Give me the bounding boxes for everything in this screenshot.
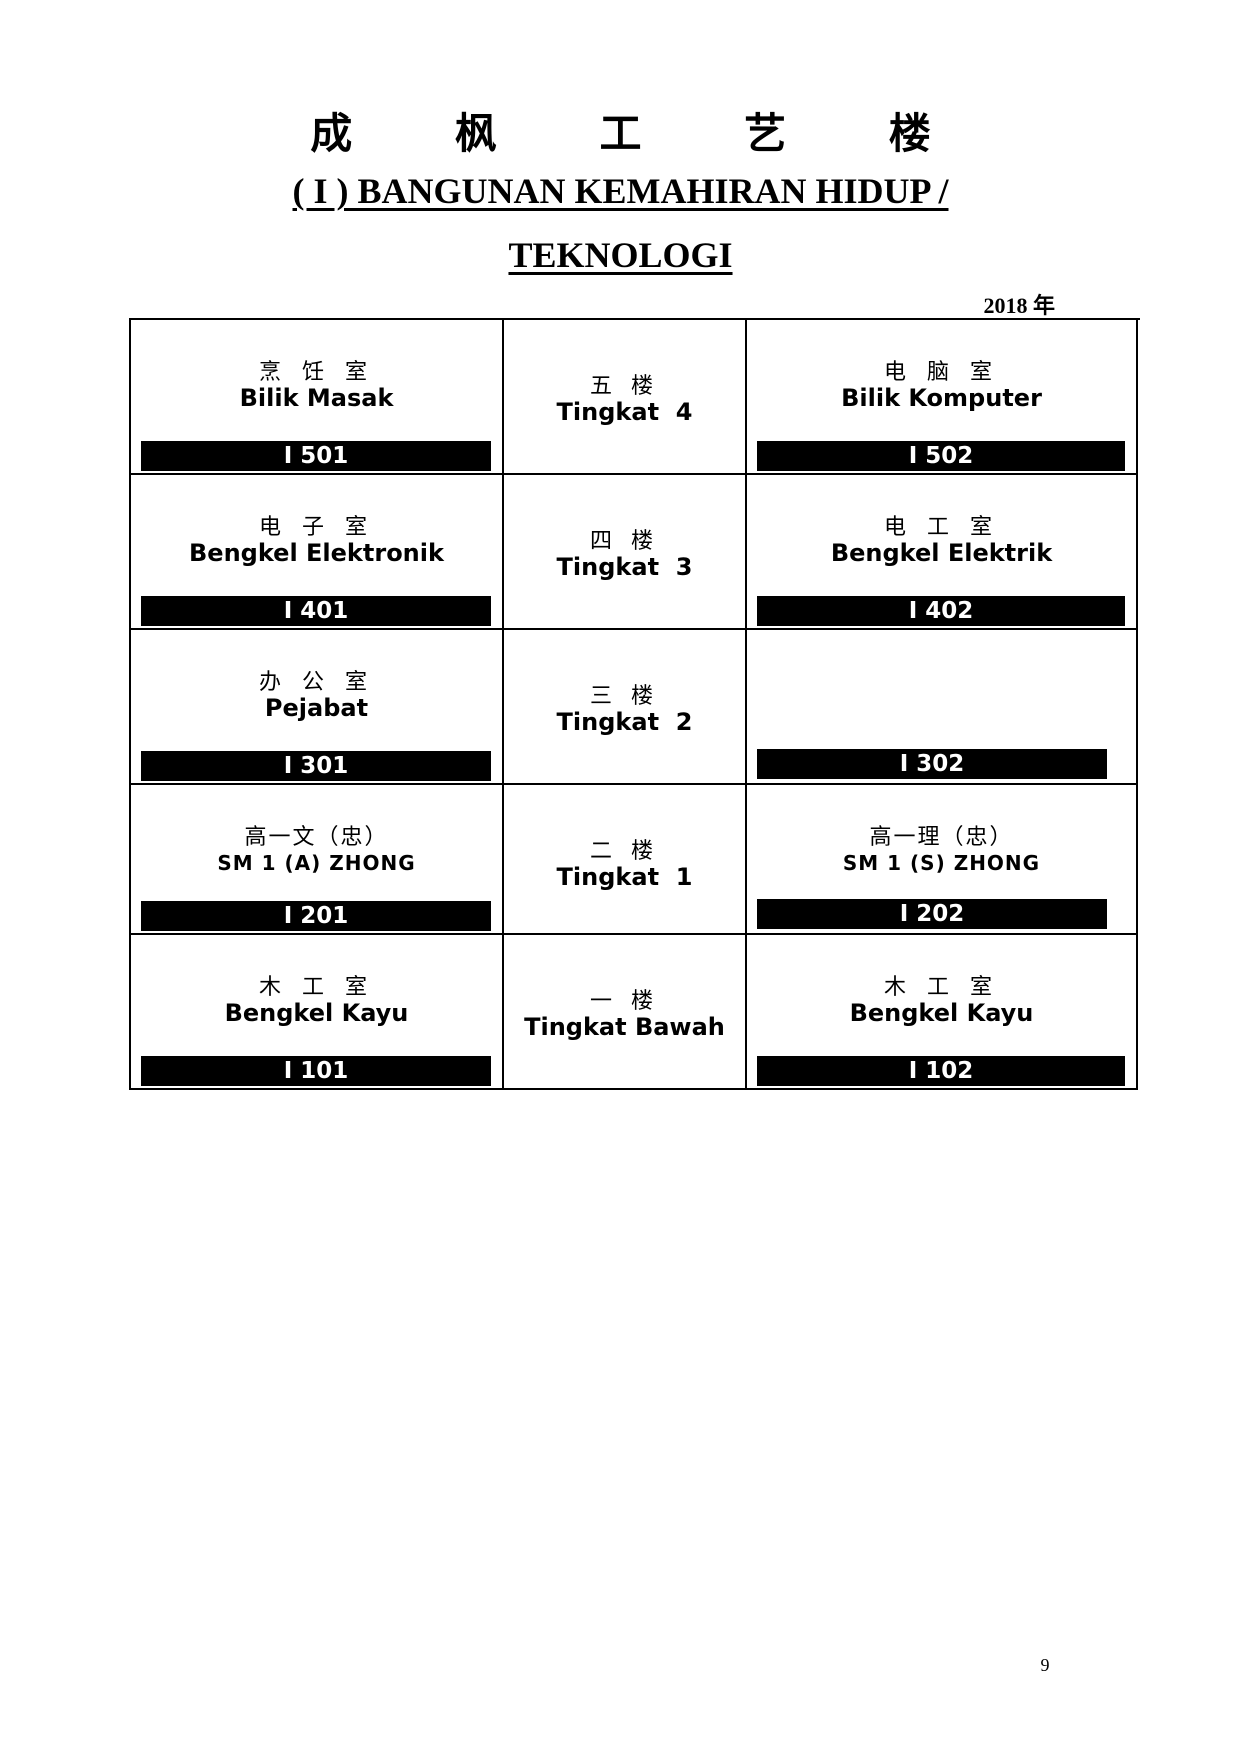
room-name-cn: 电 工 室	[884, 515, 999, 540]
room-code: I 501	[141, 441, 491, 471]
room-name-cn: 高一理（忠）	[869, 825, 1014, 850]
room-name-ms: SM 1 (S) ZHONG	[842, 851, 1041, 875]
room-cell-i301: 办 公 室 Pejabat I 301	[131, 630, 504, 785]
title-chinese: 成 枫 工 艺 楼	[310, 109, 975, 158]
room-name-cn: 电 子 室	[259, 515, 374, 540]
room-code: I 102	[757, 1056, 1125, 1086]
title-line-1: ( I ) BANGUNAN KEMAHIRAN HIDUP /	[0, 170, 1241, 212]
room-name-ms: SM 1 (A) ZHONG	[217, 851, 416, 875]
floor-row-2: 高一文（忠） SM 1 (A) ZHONG I 201 二 楼 Tingkat …	[131, 785, 1140, 935]
room-cell-i401: 电 子 室 Bengkel Elektronik I 401	[131, 475, 504, 630]
room-code: I 201	[141, 901, 491, 931]
floor-label-cell: 二 楼 Tingkat 1	[504, 785, 747, 935]
room-name-ms: Bengkel Elektronik	[189, 539, 444, 567]
year-label: 2018 年	[983, 293, 1055, 318]
floor-label-cell: 三 楼 Tingkat 2	[504, 630, 747, 785]
room-code: I 502	[757, 441, 1125, 471]
floor-plan-table: 烹 饪 室 Bilik Masak I 501 五 楼 Tingkat 4 电 …	[129, 318, 1140, 1090]
room-name-cn: 烹 饪 室	[259, 360, 374, 385]
title-line-1-text: ( I ) BANGUNAN KEMAHIRAN HIDUP /	[292, 171, 949, 211]
room-cell-i102: 木 工 室 Bengkel Kayu I 102	[747, 935, 1138, 1090]
floor-name-cn: 五 楼	[590, 374, 659, 399]
room-name-cn: 木 工 室	[884, 975, 999, 1000]
floor-label-cell: 五 楼 Tingkat 4	[504, 320, 747, 475]
floor-label-cell: 四 楼 Tingkat 3	[504, 475, 747, 630]
floor-name-ms: Tingkat 3	[556, 553, 693, 581]
room-name-ms: Bilik Masak	[239, 384, 394, 412]
room-code: I 202	[757, 899, 1107, 929]
room-cell-i201: 高一文（忠） SM 1 (A) ZHONG I 201	[131, 785, 504, 935]
room-cell-i101: 木 工 室 Bengkel Kayu I 101	[131, 935, 504, 1090]
room-name-ms: Bengkel Elektrik	[830, 539, 1053, 567]
room-name-ms: Bengkel Kayu	[224, 999, 409, 1027]
floor-name-ms: Tingkat 2	[556, 708, 693, 736]
room-name-cn: 木 工 室	[259, 975, 374, 1000]
floor-name-ms: Tingkat 4	[556, 398, 693, 426]
floor-row-1: 木 工 室 Bengkel Kayu I 101 一 楼 Tingkat Baw…	[131, 935, 1140, 1090]
room-name-ms: Bilik Komputer	[841, 384, 1042, 412]
title-line-2-text: TEKNOLOGI	[508, 235, 733, 275]
floor-name-cn: 四 楼	[590, 529, 659, 554]
floor-label-cell: 一 楼 Tingkat Bawah	[504, 935, 747, 1090]
room-cell-i302: I 302	[747, 630, 1138, 785]
room-cell-i202: 高一理（忠） SM 1 (S) ZHONG I 202	[747, 785, 1138, 935]
room-name-cn: 办 公 室	[259, 670, 374, 695]
floor-name-ms: Tingkat 1	[556, 863, 693, 891]
floor-name-cn: 三 楼	[590, 684, 659, 709]
floor-row-4: 电 子 室 Bengkel Elektronik I 401 四 楼 Tingk…	[131, 475, 1140, 630]
room-code: I 301	[141, 751, 491, 781]
room-cell-i402: 电 工 室 Bengkel Elektrik I 402	[747, 475, 1138, 630]
floor-row-5: 烹 饪 室 Bilik Masak I 501 五 楼 Tingkat 4 电 …	[131, 320, 1140, 475]
room-name-ms: Bengkel Kayu	[849, 999, 1034, 1027]
title-line-2: TEKNOLOGI	[0, 234, 1241, 276]
room-name-cn: 电 脑 室	[884, 360, 999, 385]
room-code: I 402	[757, 596, 1125, 626]
floor-row-3: 办 公 室 Pejabat I 301 三 楼 Tingkat 2 I 302	[131, 630, 1140, 785]
floor-name-cn: 一 楼	[590, 989, 659, 1014]
room-cell-i501: 烹 饪 室 Bilik Masak I 501	[131, 320, 504, 475]
room-cell-i502: 电 脑 室 Bilik Komputer I 502	[747, 320, 1138, 475]
page-number: 9	[1040, 1655, 1050, 1675]
room-name-cn: 高一文（忠）	[244, 825, 389, 850]
room-code: I 101	[141, 1056, 491, 1086]
room-code: I 302	[757, 749, 1107, 779]
floor-name-cn: 二 楼	[590, 839, 659, 864]
room-name-ms: Pejabat	[264, 694, 369, 722]
room-code: I 401	[141, 596, 491, 626]
floor-name-ms: Tingkat Bawah	[524, 1013, 725, 1041]
